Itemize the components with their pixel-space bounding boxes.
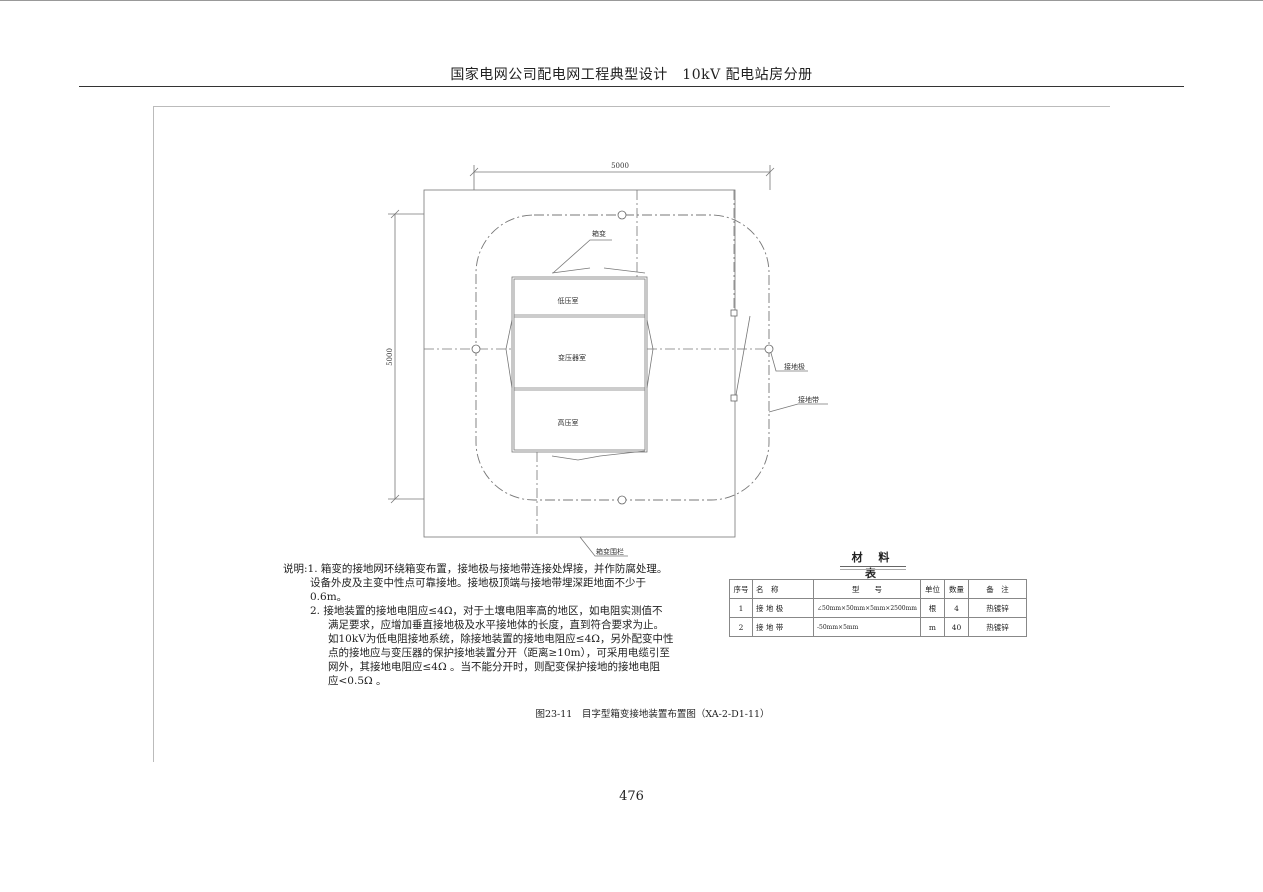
cell: 4: [943, 598, 969, 618]
dim-width-label: 5000: [611, 162, 629, 170]
cell: 热镀锌: [967, 598, 1027, 618]
note-line: 点的接地应与变压器的保护接地装置分开（距离≥10m），可采用电缆引至: [328, 647, 670, 659]
header-cell: 序号: [729, 579, 753, 599]
label-fence: 箱变围栏: [596, 547, 624, 556]
note-line: 设备外皮及主变中性点可靠接地。接地极顶端与接地带埋深距地面不少于: [310, 577, 646, 589]
materials-table: 序号 名 称 型 号 单位 数量 备 注 1 接 地 极 ∠50mm×50mm×…: [729, 579, 1027, 637]
header-cell: 数量: [943, 579, 969, 599]
figure-caption: 图23-11 目字型箱变接地装置布置图（XA-2-D1-11）: [535, 709, 770, 720]
cell: 热镀锌: [967, 617, 1027, 637]
note-line: 满足要求，应增加垂直接地极及水平接地体的长度，直到符合要求为止。: [328, 619, 664, 631]
note-line: 网外，其接地电阻应≤4Ω 。当不能分开时，则配变保护接地的接地电阻: [328, 661, 661, 673]
page-number: 476: [619, 789, 644, 804]
note-line: 如10kV为低电阻接地系统，除接地装置的接地电阻应≤4Ω，另外配变中性: [328, 633, 674, 645]
header-cell: 名 称: [752, 579, 814, 599]
note-line: 说明:1. 箱变的接地网环绕箱变布置，接地极与接地带连接处焊接，并作防腐处理。: [283, 563, 668, 575]
label-ground-electrode: 接地极: [784, 362, 805, 371]
ground-electrode-left: [471, 344, 481, 354]
label-ground-strip: 接地带: [798, 395, 819, 404]
cell: 接 地 带: [752, 617, 814, 637]
cell: 1: [729, 598, 753, 618]
ground-electrode-top: [617, 210, 627, 220]
top-border: [0, 0, 1263, 1]
cell: -50mm×5mm: [813, 617, 921, 637]
header-cell: 单位: [919, 579, 945, 599]
junction-box-upper: [730, 309, 738, 317]
dim-height-label: 5000: [386, 348, 394, 366]
note-line: 2. 接地装置的接地电阻应≤4Ω，对于土壤电阻率高的地区，如电阻实测值不: [310, 605, 663, 617]
cell: 40: [943, 617, 969, 637]
label-high-voltage-room: 高压室: [558, 418, 579, 427]
table-header-row: 序号 名 称 型 号 单位 数量 备 注: [729, 579, 1027, 599]
label-transformer-room: 变压器室: [558, 353, 586, 362]
header-rule: [79, 86, 1184, 87]
ground-electrode-bottom: [617, 495, 627, 505]
drawing-frame-left: [153, 106, 154, 762]
header-cell: 备 注: [967, 579, 1027, 599]
cell: m: [919, 617, 945, 637]
fence-outline: [423, 189, 736, 538]
notes-prefix: 说明:: [283, 563, 308, 575]
cell: ∠50mm×50mm×5mm×2500mm: [813, 598, 921, 618]
note-line: 0.6m。: [310, 591, 348, 603]
materials-title-underline-2: [840, 569, 906, 570]
note-line: 应<0.5Ω 。: [328, 675, 387, 687]
label-box-transformer: 箱变: [592, 229, 606, 238]
materials-title-underline: [840, 566, 906, 567]
header-cell: 型 号: [813, 579, 921, 599]
notes: 说明:1. 箱变的接地网环绕箱变布置，接地极与接地带连接处焊接，并作防腐处理。 …: [283, 562, 703, 688]
cell: 接 地 极: [752, 598, 814, 618]
page-header-title: 国家电网公司配电网工程典型设计 10kV 配电站房分册: [450, 67, 813, 83]
table-row: 2 接 地 带 -50mm×5mm m 40 热镀锌: [729, 617, 1027, 637]
drawing-frame-top: [153, 106, 1110, 107]
cell: 2: [729, 617, 753, 637]
junction-box-lower: [730, 394, 738, 402]
label-low-voltage-room: 低压室: [558, 296, 579, 305]
ground-strip-ring: [475, 214, 770, 501]
box-transformer: [511, 276, 648, 453]
materials-title: 材 料 表: [851, 551, 896, 580]
ground-electrode-right: [764, 344, 774, 354]
cell: 根: [919, 598, 945, 618]
table-row: 1 接 地 极 ∠50mm×50mm×5mm×2500mm 根 4 热镀锌: [729, 598, 1027, 618]
